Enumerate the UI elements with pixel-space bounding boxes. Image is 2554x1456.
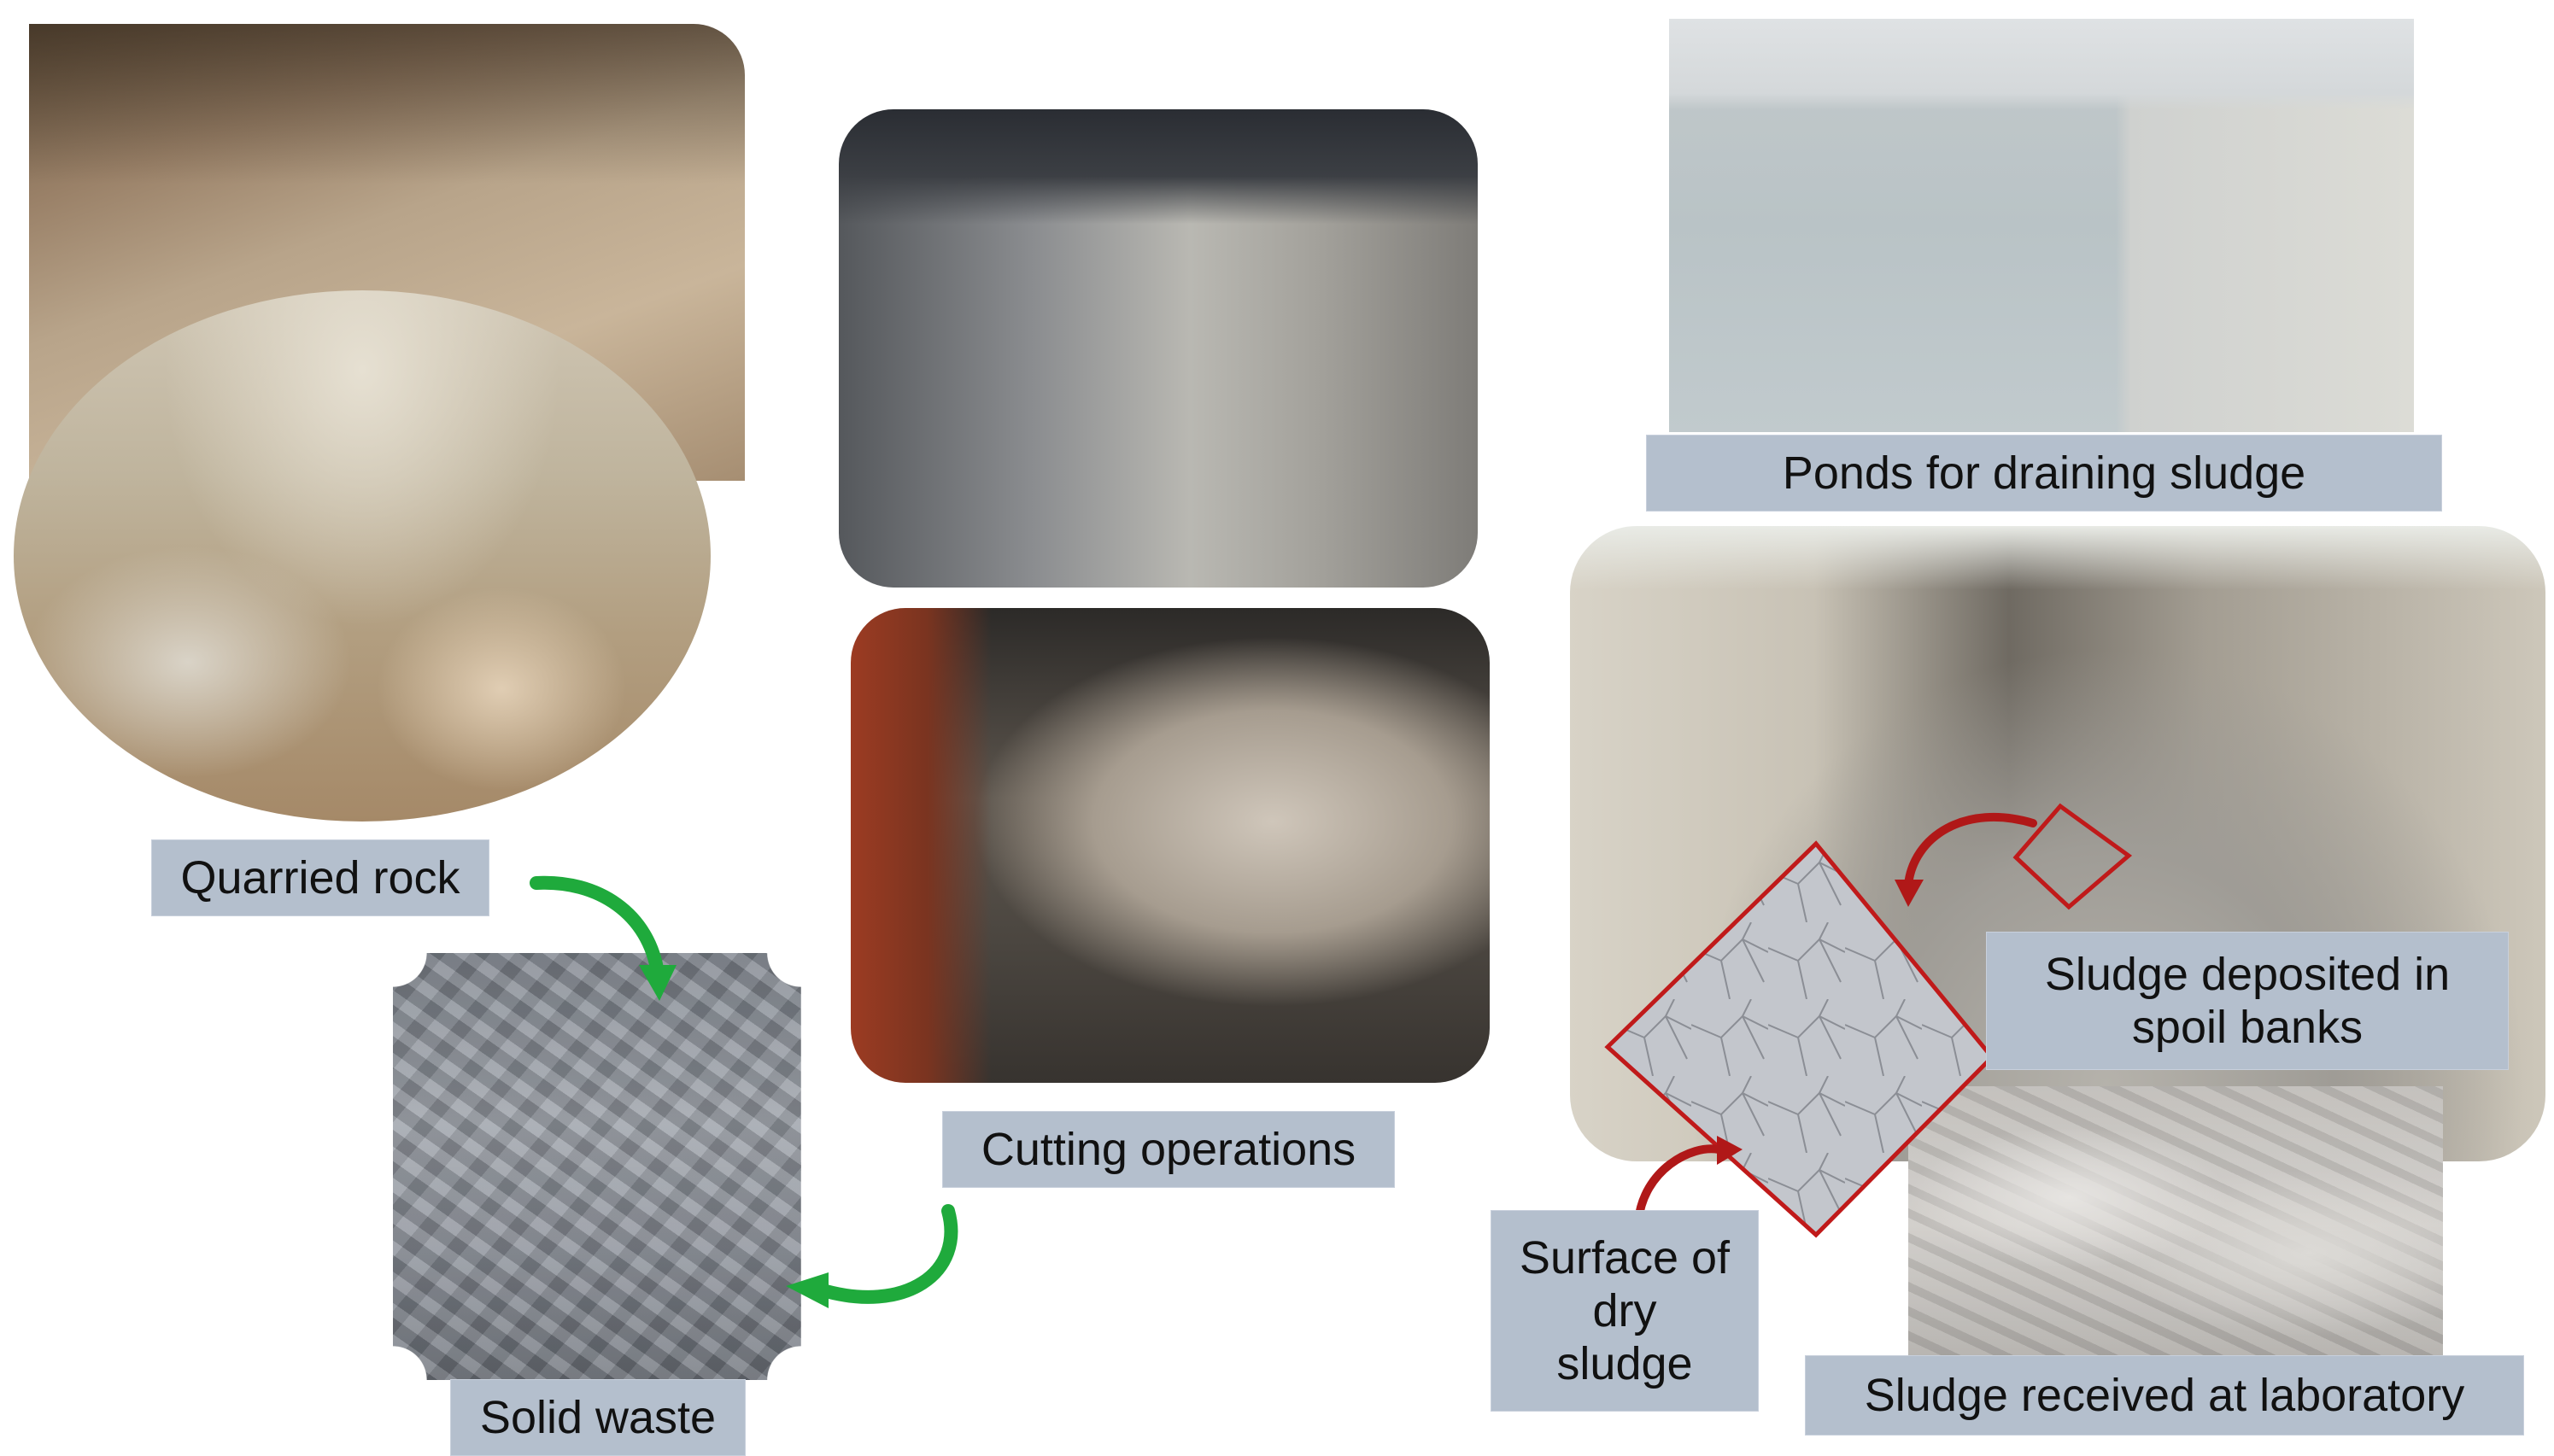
- saw-machine-photo: [839, 109, 1478, 588]
- red-arrow-label-to-diamond: [1634, 1136, 1743, 1225]
- solid-waste-label: Solid waste: [451, 1380, 745, 1455]
- ponds-label: Ponds for draining sludge: [1647, 436, 2441, 511]
- laboratory-sludge-photo: [1908, 1086, 2443, 1365]
- ponds-photo: [1669, 19, 2414, 432]
- sludge-laboratory-label: Sludge received at laboratory: [1806, 1356, 2523, 1435]
- green-arrow-cutting-to-waste: [786, 1204, 958, 1308]
- solid-waste-photo: [393, 953, 801, 1380]
- green-arrow-quarry-to-waste: [530, 875, 677, 1001]
- cutting-block-photo: [851, 608, 1490, 1083]
- quarry-rock-oval-photo: [14, 290, 711, 822]
- red-arrow-zoom-to-diamond: [1895, 812, 2037, 907]
- small-red-diamond-outline: [2012, 803, 2133, 910]
- surface-dry-sludge-label: Surface of dry sludge: [1491, 1211, 1758, 1411]
- quarried-rock-label: Quarried rock: [152, 840, 489, 915]
- cutting-operations-label: Cutting operations: [943, 1112, 1394, 1187]
- sludge-spoil-banks-label: Sludge deposited in spoil banks: [1987, 933, 2508, 1069]
- dry-sludge-diamond-photo: [1604, 840, 1995, 1238]
